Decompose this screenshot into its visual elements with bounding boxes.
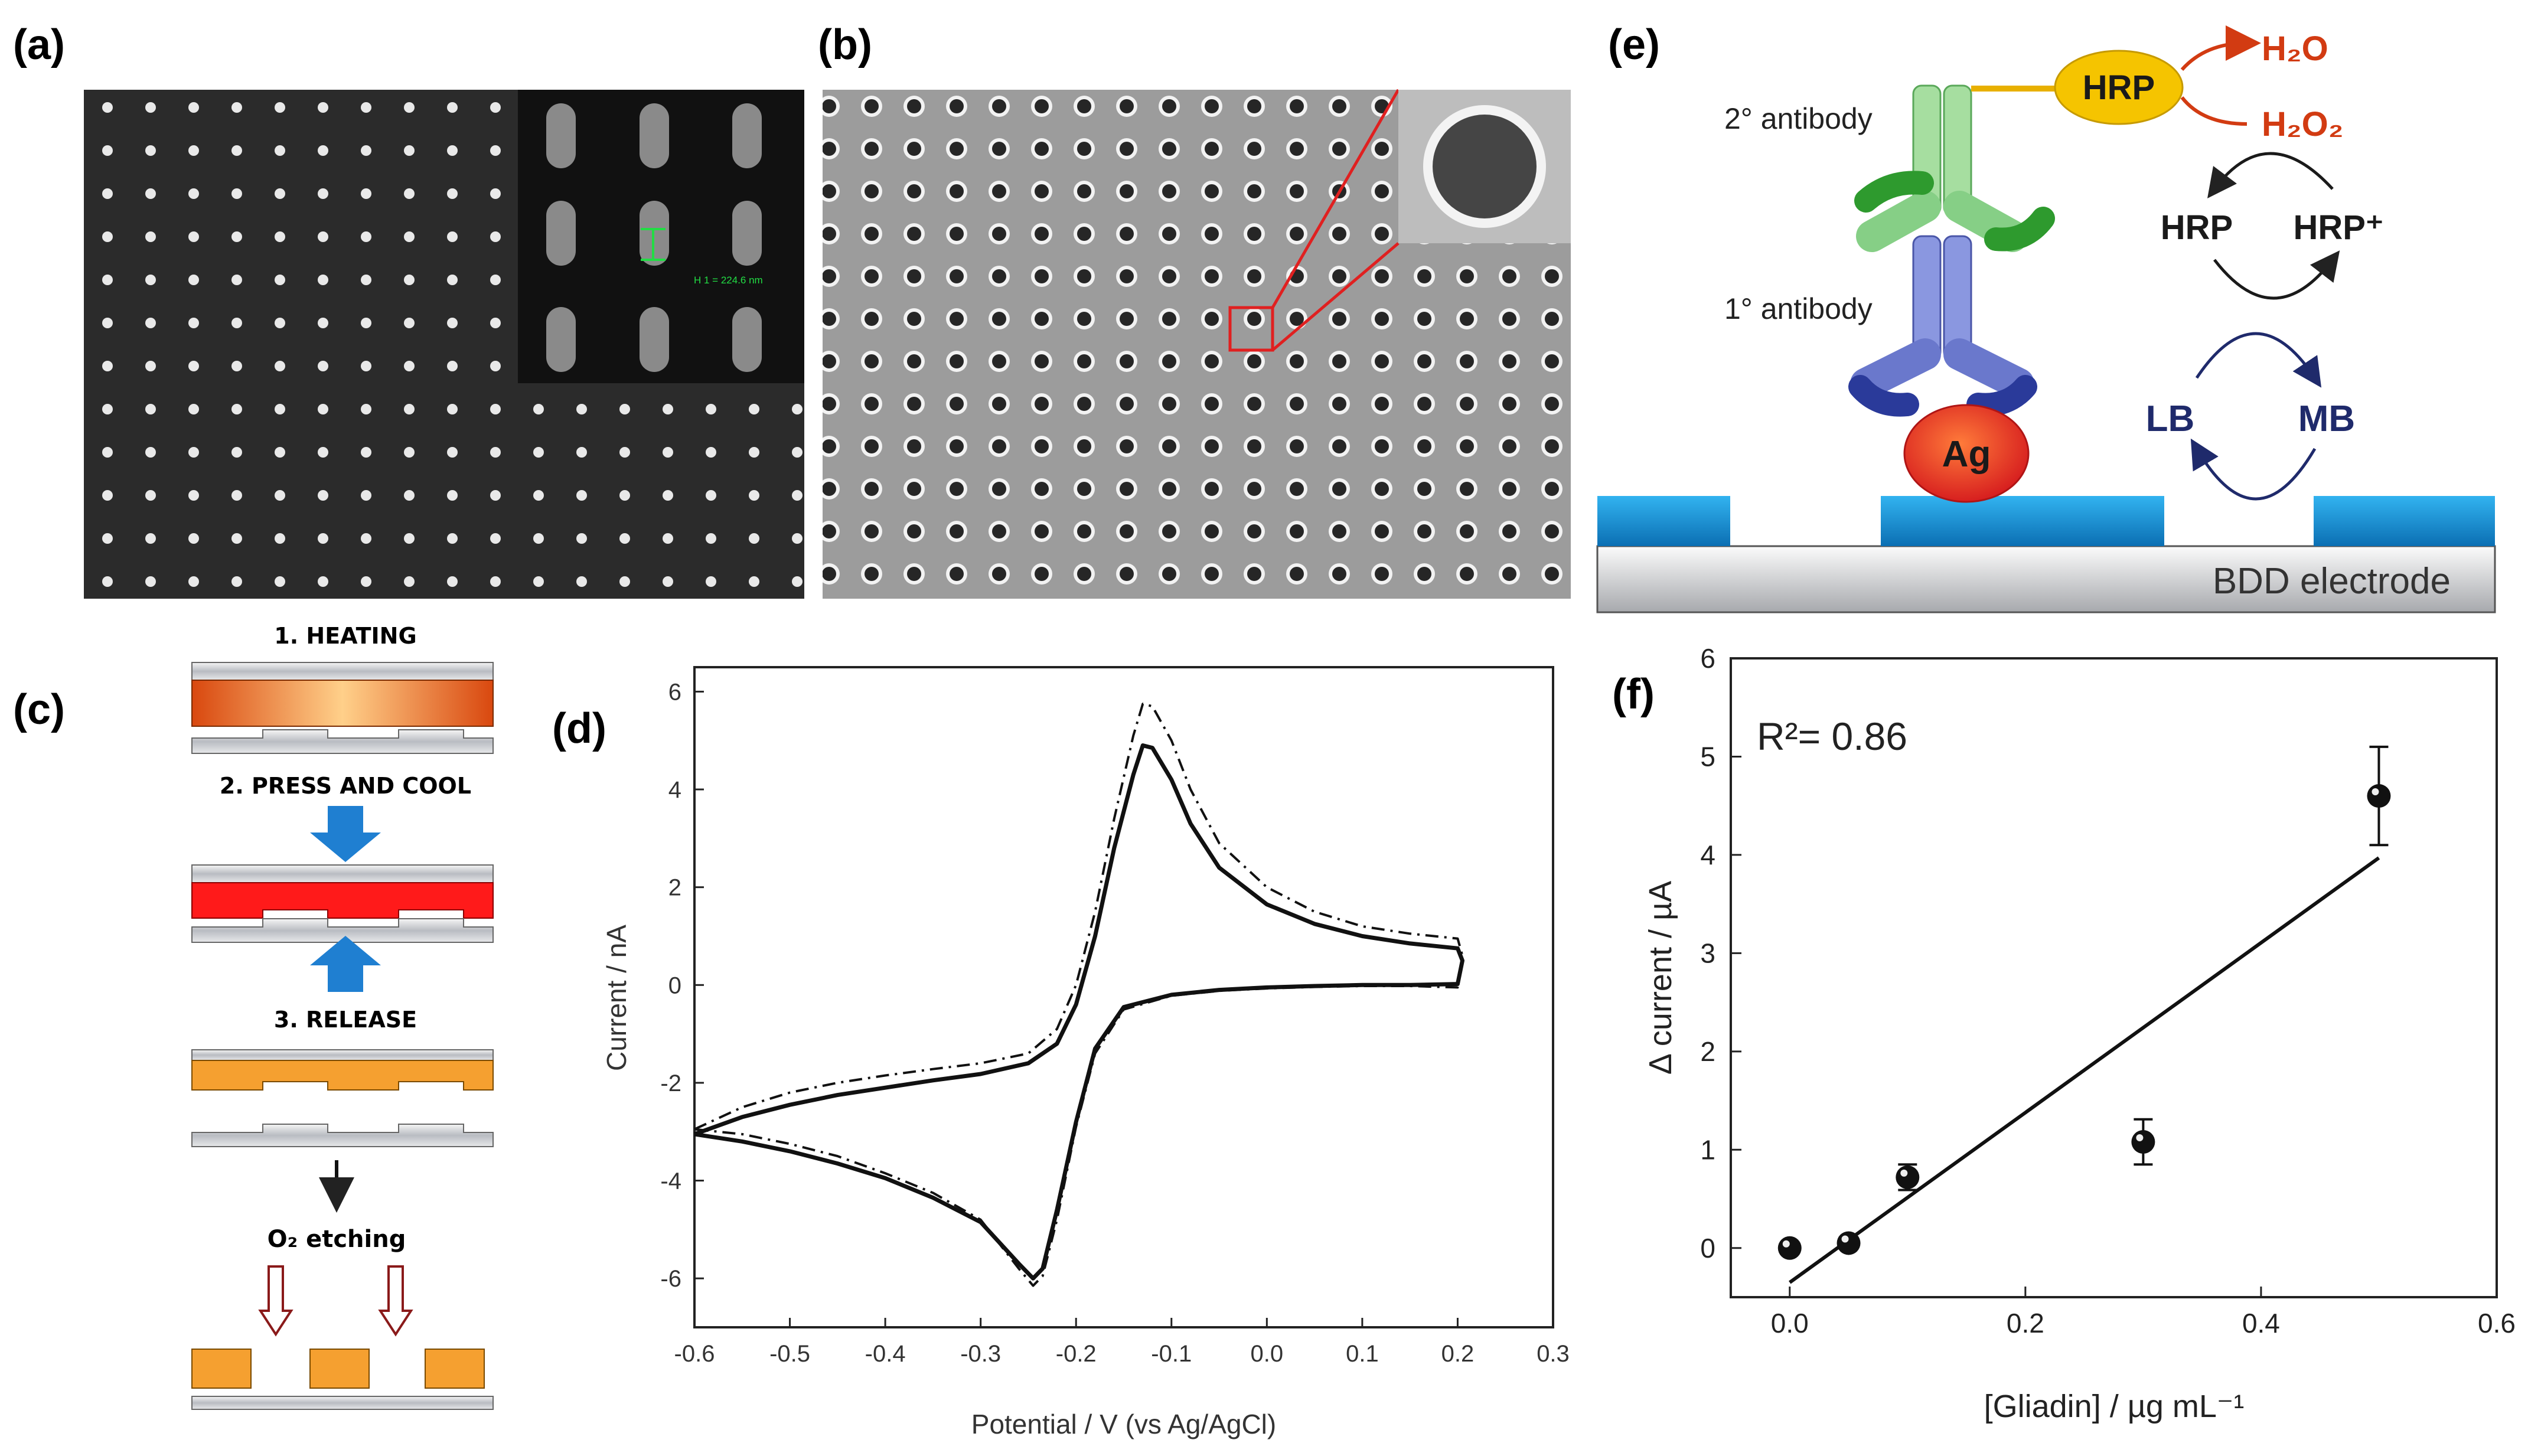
panel-d-chart: -0.6 -0.5 -0.4 -0.3 -0.2 -0.1 0.0 0.1 0.2 0.3 -6 -4… [601, 666, 1570, 1439]
panel-f-ytick-label: 6 [1700, 643, 1715, 674]
panel-d-xtick-label: 0.3 [1537, 1341, 1570, 1367]
panel-f-fit-line [1789, 856, 2380, 1284]
hrp-enzyme [2054, 50, 2184, 125]
lb-label: LB [2146, 399, 2195, 439]
step-press-label: 2. PRESS AND COOL [220, 773, 471, 799]
panel-f-ticks: 0.0 0.2 0.4 0.6 0 1 2 3 4 5 6 [1700, 643, 2516, 1339]
panel-f-ytick-label: 5 [1700, 741, 1715, 772]
panel-a-label: (a) [13, 21, 65, 68]
panel-a-inset-measure: H 1 = 224.6 nm [694, 275, 763, 286]
hrp-enzyme-label: HRP [2083, 68, 2155, 107]
secondary-antibody [1854, 84, 2055, 252]
panel-d-xtick-label: -0.1 [1151, 1341, 1192, 1367]
panel-f-data-point-highlight [1782, 1240, 1790, 1248]
peroxide-label: H₂O₂ [2262, 105, 2344, 143]
panel-d-ytick-label: 2 [668, 875, 681, 901]
panel-d-xtick-label: 0.0 [1251, 1341, 1284, 1367]
panel-d-xtick-label: 0.2 [1441, 1341, 1475, 1367]
panel-a-sem-image: H 1 = 224.6 nm [84, 90, 804, 599]
panel-f-ytick-label: 3 [1700, 938, 1715, 968]
bdd-electrode [1596, 545, 2496, 613]
panel-c-process-schematic: 1. HEATING 2. PRESS AND COOL 3. RELEASE … [191, 623, 494, 1410]
panel-d-xtick-label: -0.6 [674, 1341, 715, 1367]
hrp-cycle-bottom-arrow [2213, 250, 2340, 300]
panel-f-data-point-highlight [1900, 1169, 1908, 1177]
panel-d-xlabel: Potential / V (vs Ag/AgCl) [971, 1409, 1276, 1439]
insulating-layer-right [2314, 496, 2495, 546]
panel-d-ylabel: Current / nA [601, 925, 632, 1071]
panel-c-label: (c) [13, 686, 65, 733]
lb-mb-top-arrow [2195, 332, 2322, 388]
hrp-cycle-top-arrow [2207, 152, 2334, 198]
panel-f-label: (f) [1612, 671, 1655, 718]
panel-f-data-point [1777, 1236, 1802, 1260]
electrode-label: BDD electrode [2213, 561, 2451, 602]
primary-antibody [1848, 235, 2037, 417]
hrp-reduced-label: HRP [2161, 208, 2233, 247]
panel-d-xtick-label: -0.5 [769, 1341, 810, 1367]
panel-f-data-point [1837, 1231, 1861, 1255]
panel-f-data-point [1896, 1165, 1920, 1189]
panel-d-ytick-label: -2 [660, 1070, 681, 1096]
panel-f-data-point-highlight [2372, 788, 2379, 796]
lb-mb-bottom-arrow [2190, 438, 2317, 501]
panel-d-label: (d) [552, 705, 606, 752]
panel-f-ytick-label: 0 [1700, 1233, 1715, 1264]
panel-d-series-dashdot-line [694, 703, 1464, 1287]
step-heating-label: 1. HEATING [274, 623, 416, 649]
panel-d-ytick-label: 0 [668, 972, 681, 998]
panel-f-ytick-label: 4 [1700, 840, 1715, 870]
panel-d-xtick-label: -0.4 [865, 1341, 906, 1367]
panel-d-ytick-label: -4 [660, 1168, 681, 1194]
primary-antibody-label: 1° antibody [1724, 292, 1873, 325]
panel-f-series [1777, 745, 2391, 1284]
press-down-arrow-icon [310, 806, 381, 862]
panel-f-xtick-label: 0.4 [2242, 1308, 2280, 1339]
panel-d-ytick-label: 6 [668, 679, 681, 705]
panel-f-data-point [2367, 784, 2391, 808]
panel-f-data-point [2131, 1129, 2155, 1154]
panel-e-schematic: BDD electrode 1° antibody 2° antibody Ag [1596, 25, 2496, 613]
panel-d-ticks: -0.6 -0.5 -0.4 -0.3 -0.2 -0.1 0.0 0.1 0.2 0.3 -6 -4… [660, 679, 1569, 1367]
mb-label: MB [2298, 399, 2355, 439]
antigen [1903, 404, 2030, 503]
panel-d-series-solid-line [693, 743, 1464, 1281]
step-etching-label: O₂ etching [268, 1226, 406, 1253]
etch-arrow-right-icon [378, 1265, 413, 1337]
panel-f-data-point-highlight [1841, 1235, 1849, 1243]
panel-f-ytick-label: 2 [1700, 1036, 1715, 1067]
panel-d-ytick-label: 4 [668, 777, 681, 803]
panel-f-xlabel: [Gliadin] / µg mL⁻¹ [1984, 1389, 2245, 1424]
panel-f-xtick-label: 0.0 [1771, 1308, 1809, 1339]
panel-e-label: (e) [1608, 21, 1660, 68]
panel-a-inset: H 1 = 224.6 nm [518, 90, 804, 383]
panel-d-plot-frame [693, 666, 1554, 1328]
etch-arrow-left-icon [258, 1265, 293, 1337]
panel-d-series [693, 703, 1464, 1287]
panel-f-r2-annotation: R²= 0.86 [1757, 714, 1907, 758]
panel-f-xtick-label: 0.2 [2007, 1308, 2044, 1339]
press-up-arrow-icon [310, 936, 381, 992]
panel-b-sem-image [823, 89, 1571, 599]
panel-f-ylabel: Δ current / µA [1643, 881, 1678, 1075]
panel-d-xtick-label: -0.3 [960, 1341, 1001, 1367]
panel-f-data-point-highlight [2136, 1134, 2144, 1141]
insulating-layer-left [1597, 496, 1730, 546]
secondary-antibody-label: 2° antibody [1724, 102, 1873, 135]
panel-f-plot-frame [1730, 657, 2498, 1298]
step-release-label: 3. RELEASE [274, 1007, 417, 1033]
panel-d-xtick-label: 0.1 [1346, 1341, 1379, 1367]
hrp-oxidized-label: HRP⁺ [2293, 208, 2383, 247]
water-label: H₂O [2262, 30, 2328, 68]
insulating-layer-middle [1881, 496, 2164, 546]
panel-f-xtick-label: 0.6 [2478, 1308, 2516, 1339]
panel-b-label: (b) [818, 21, 872, 68]
panel-d-ytick-label: -6 [660, 1266, 681, 1292]
antigen-label: Ag [1942, 434, 1991, 475]
panel-d-xtick-label: -0.2 [1056, 1341, 1097, 1367]
panel-f-chart: R²= 0.86 0.0 0.2 0.4 0.6 0 1 2 3 4 5 6 [Gliadin] /… [1643, 643, 2516, 1424]
panel-f-ytick-label: 1 [1700, 1134, 1715, 1165]
